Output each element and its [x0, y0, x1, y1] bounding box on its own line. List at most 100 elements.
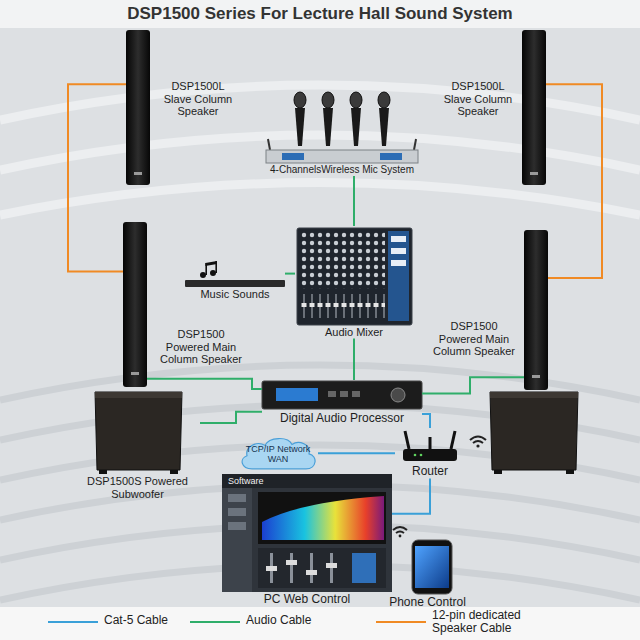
fader-cap: [306, 570, 317, 575]
cable-line: [392, 478, 430, 513]
device-label: Audio Mixer: [295, 326, 413, 339]
subwoofer-top: [95, 392, 182, 398]
cable-line: [285, 273, 295, 275]
router: Router: [395, 428, 465, 478]
column-speaker-drawings: [123, 30, 548, 390]
subwoofer: DSP1500S Powered Subwoofer: [75, 390, 200, 500]
cable-line: [546, 84, 602, 278]
subwoofer-foot: [494, 470, 502, 474]
audio-sample: [190, 621, 240, 623]
subwoofer-body: [490, 392, 578, 470]
legend-item: Audio Cable: [246, 614, 346, 627]
device-label: Music Sounds: [185, 288, 285, 301]
picture-space: [380, 535, 475, 595]
picture-space: [262, 90, 422, 164]
mic-body: [295, 108, 305, 146]
router-led: [420, 454, 423, 457]
subwoofer-foot: [99, 470, 107, 474]
receiver-antenna: [414, 139, 416, 150]
receiver-unit: [266, 150, 418, 163]
picture-space: [262, 380, 422, 411]
audio-mixer: Audio Mixer: [295, 226, 413, 339]
fader-cap: [326, 563, 337, 568]
cable-line: [68, 84, 126, 271]
mixer-drawing: [297, 228, 412, 325]
picture-space: [185, 262, 285, 288]
software-titlebar: [222, 474, 392, 488]
mic-head: [378, 92, 390, 108]
cable-line: [147, 379, 262, 389]
picture-space: [75, 390, 200, 475]
wireless-mic-system: 4-ChannelsWireless Mic System: [262, 90, 422, 176]
cat5-sample: [48, 621, 98, 623]
cable-line: [353, 176, 355, 226]
cable-line: [318, 452, 395, 454]
main-column-speaker: DSP1500 Powered Main Column Speaker: [524, 230, 548, 390]
cable-line: [422, 414, 430, 428]
device-label: PC Web Control: [222, 592, 392, 606]
title-band: [0, 0, 640, 28]
diagram-title: DSP1500 Series For Lecture Hall Sound Sy…: [0, 4, 640, 24]
processor-knob: [391, 388, 405, 402]
software-sidebar: [222, 488, 252, 592]
network-cloud: TCP/IP Network WAN: [238, 436, 318, 470]
router-drawing: [403, 431, 486, 461]
receiver-display: [380, 153, 402, 160]
speaker-logo: [532, 375, 540, 378]
device-label: TCP/IP Network WAN: [238, 436, 318, 470]
mixer-button: [391, 248, 406, 254]
receiver-antenna: [268, 139, 270, 150]
processor-button: [340, 391, 348, 397]
music-source: Music Sounds: [185, 262, 285, 301]
slave-column-speaker: DSP1500L Slave Column Speaker: [522, 30, 546, 185]
speaker-logo: [131, 372, 139, 375]
fader-cap: [266, 566, 277, 571]
sidebar-icon: [228, 494, 246, 502]
window-title: Software: [222, 474, 392, 488]
fader: [310, 553, 313, 583]
speaker-logo: [134, 172, 142, 175]
phone-control: Phone Control: [380, 535, 475, 609]
subwoofer-foot: [566, 470, 574, 474]
phone-body: [412, 540, 452, 594]
legend-item: 12-pin dedicated Speaker Cable: [432, 609, 557, 635]
slave-column-speaker: DSP1500L Slave Column Speaker: [126, 30, 150, 185]
device-label: DSP1500L Slave Column Speaker: [158, 80, 238, 118]
wifi-symbol: [393, 527, 407, 533]
legend-text: 12-pin dedicated Speaker Cable: [432, 609, 557, 635]
mixer-button: [391, 236, 406, 242]
router-antenna: [451, 431, 455, 449]
note-head: [200, 272, 206, 278]
wifi-symbol: [470, 437, 486, 444]
router-body: [403, 449, 457, 461]
main-speaker-body: [123, 222, 147, 387]
phone-drawing: [393, 527, 452, 594]
mic-body: [323, 108, 333, 146]
device-label: DSP1500 Powered Main Column Speaker: [428, 320, 520, 358]
mic-head: [294, 92, 306, 108]
note-beam: [205, 261, 217, 266]
processor-display: [276, 388, 318, 401]
subwoofer-body: [95, 392, 182, 470]
mixer-body: [297, 228, 412, 325]
device-label: DSP1500L Slave Column Speaker: [438, 80, 518, 118]
picture-space: [295, 226, 413, 326]
fader-cap: [286, 560, 297, 565]
legend-band: [0, 607, 640, 640]
mic-body: [351, 108, 361, 146]
coverage-plot: [262, 496, 384, 540]
processor-button: [352, 391, 360, 397]
fader: [290, 553, 293, 583]
device-label: 4-ChannelsWireless Mic System: [262, 164, 422, 176]
phone-screen: [415, 546, 449, 588]
sidebar-icon: [228, 508, 246, 516]
receiver-display: [282, 153, 304, 160]
legend-item: Cat-5 Cable: [104, 614, 194, 627]
device-label: Digital Audio Processor: [262, 411, 422, 425]
cable-line: [200, 412, 262, 423]
speaker-cable-sample: [376, 621, 426, 623]
processor-button: [328, 391, 336, 397]
